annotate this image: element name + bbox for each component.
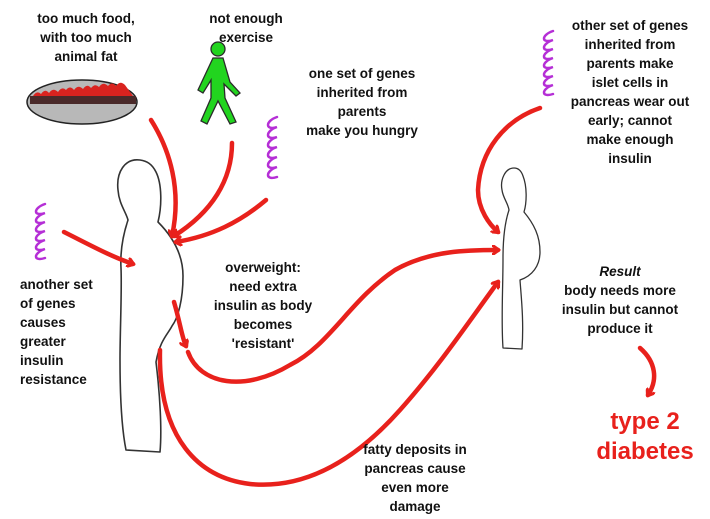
arrow-icon (151, 120, 176, 236)
type-2-diabetes-label: type 2 diabetes (580, 407, 710, 467)
fatty-deposits-label: fatty deposits in pancreas cause even mo… (340, 440, 490, 516)
gene-coil-icon (36, 204, 45, 259)
result-label: Result body needs more insulin but canno… (545, 262, 695, 338)
gene-coil-icon (268, 117, 277, 178)
resistance-genes-label: another set of genes causes greater insu… (20, 275, 130, 389)
fat-dish-icon (27, 80, 137, 124)
exercise-label: not enough exercise (196, 9, 296, 47)
arrow-icon (176, 200, 266, 242)
overweight-label: overweight: need extra insulin as body b… (188, 258, 338, 353)
hunger-genes-label: one set of genes inherited from parents … (282, 64, 442, 140)
result-title: Result (545, 262, 695, 281)
food-label: too much food, with too much animal fat (16, 9, 156, 66)
arrow-icon (174, 143, 232, 236)
walking-person-icon (198, 42, 240, 124)
islet-genes-label: other set of genes inherited from parent… (555, 16, 705, 168)
body-silhouette-icon (502, 168, 540, 349)
gene-coil-icon (544, 31, 553, 95)
arrow-icon (640, 348, 654, 395)
